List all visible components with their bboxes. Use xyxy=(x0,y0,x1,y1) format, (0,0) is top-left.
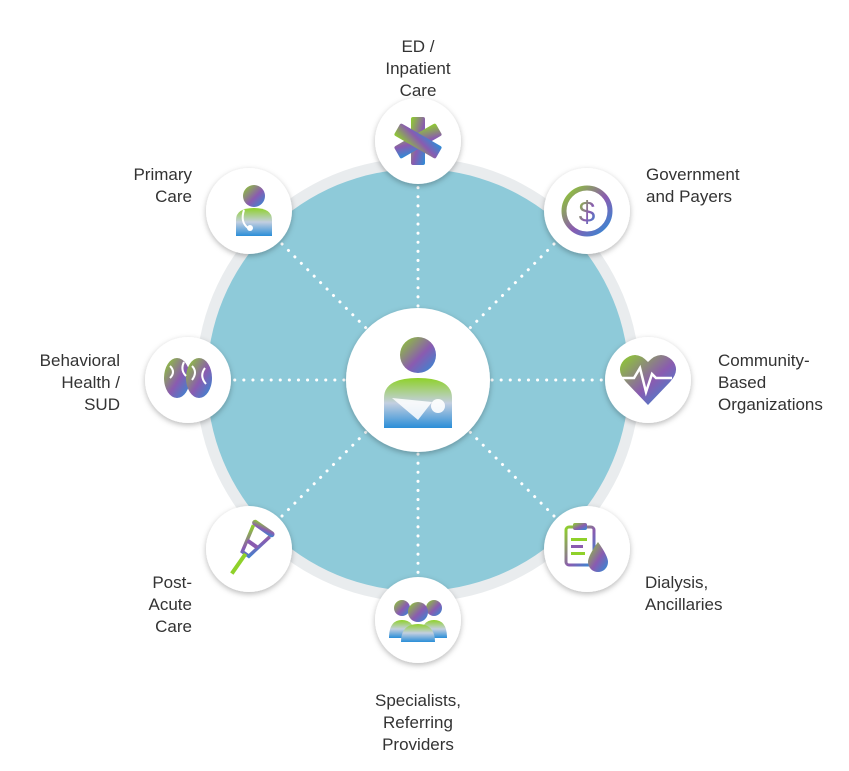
label-behavioral-health: Behavioral Health / SUD xyxy=(39,351,120,414)
node-specialists-referring[interactable] xyxy=(375,577,461,663)
node-post-acute-care[interactable] xyxy=(206,506,292,592)
center-node[interactable] xyxy=(346,308,490,452)
node-government-payers[interactable]: $ xyxy=(544,168,630,254)
label-dialysis-ancillaries: Dialysis, Ancillaries xyxy=(645,573,723,614)
star-of-life-icon xyxy=(394,117,442,165)
node-community-organizations[interactable] xyxy=(605,337,691,423)
brain-icon xyxy=(164,358,212,398)
connector-dialysis xyxy=(468,430,557,519)
node-primary-care[interactable] xyxy=(206,168,292,254)
group-icon xyxy=(389,600,447,642)
connector-primary xyxy=(279,241,368,330)
dollar-icon: $ xyxy=(561,185,613,237)
clipboard-drop-icon xyxy=(564,523,608,572)
patient-icon xyxy=(384,337,452,428)
label-post-acute-care: Post- Acute Care xyxy=(148,573,192,636)
label-government-payers: Government and Payers xyxy=(646,165,740,206)
svg-text:$: $ xyxy=(579,196,596,229)
label-ed-inpatient: ED / Inpatient Care xyxy=(385,37,451,100)
label-primary-care: Primary Care xyxy=(133,165,192,206)
node-behavioral-health[interactable] xyxy=(145,337,231,423)
label-specialists-referring: Specialists, Referring Providers xyxy=(375,691,461,754)
doctor-icon xyxy=(236,185,272,236)
connector-postacute xyxy=(279,430,368,519)
heart-pulse-icon xyxy=(619,354,677,405)
crutch-icon xyxy=(230,519,275,575)
node-dialysis-ancillaries[interactable] xyxy=(544,506,630,592)
node-ed-inpatient[interactable] xyxy=(375,98,461,184)
connector-gov xyxy=(468,241,557,330)
connectors xyxy=(222,184,614,576)
label-community-organizations: Community- Based Organizations xyxy=(718,351,823,414)
